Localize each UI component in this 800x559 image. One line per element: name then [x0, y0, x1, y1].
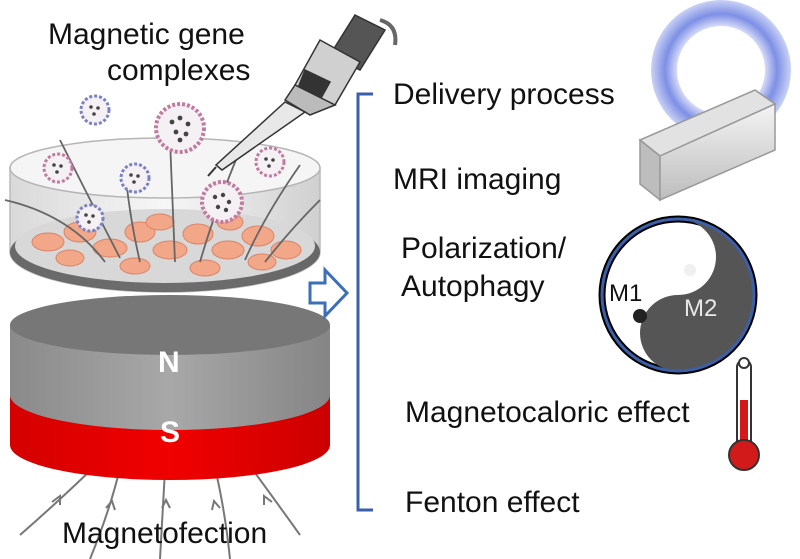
fenton-effect-label: Fenton effect: [405, 486, 580, 519]
polarization-label: Polarization/: [401, 232, 567, 265]
right-arrow-icon: [308, 266, 350, 320]
complexes-label-line2: complexes: [107, 54, 251, 87]
field-arrows-bottom: [51, 494, 273, 511]
magnetocaloric-label: Magnetocaloric effect: [405, 396, 690, 429]
magnet-south-label: S: [160, 416, 181, 449]
mri-imaging-label: MRI imaging: [393, 163, 562, 196]
pipette-icon: [207, 14, 398, 177]
yin-yang-icon: [598, 215, 758, 375]
bracket: [356, 92, 373, 512]
thermometer-icon: [728, 357, 760, 471]
magnet-north-label: N: [158, 346, 180, 379]
magnet-icon: [10, 295, 330, 480]
autophagy-label: Autophagy: [401, 270, 545, 303]
m1-label: M1: [609, 280, 643, 307]
m2-label: M2: [684, 295, 718, 322]
magnetofection-label: Magnetofection: [62, 517, 268, 550]
complexes-label-line1: Magnetic gene: [48, 18, 245, 51]
mri-scanner-icon: [638, 0, 791, 202]
nanoparticle-icon: [42, 94, 286, 233]
delivery-process-label: Delivery process: [393, 78, 615, 111]
